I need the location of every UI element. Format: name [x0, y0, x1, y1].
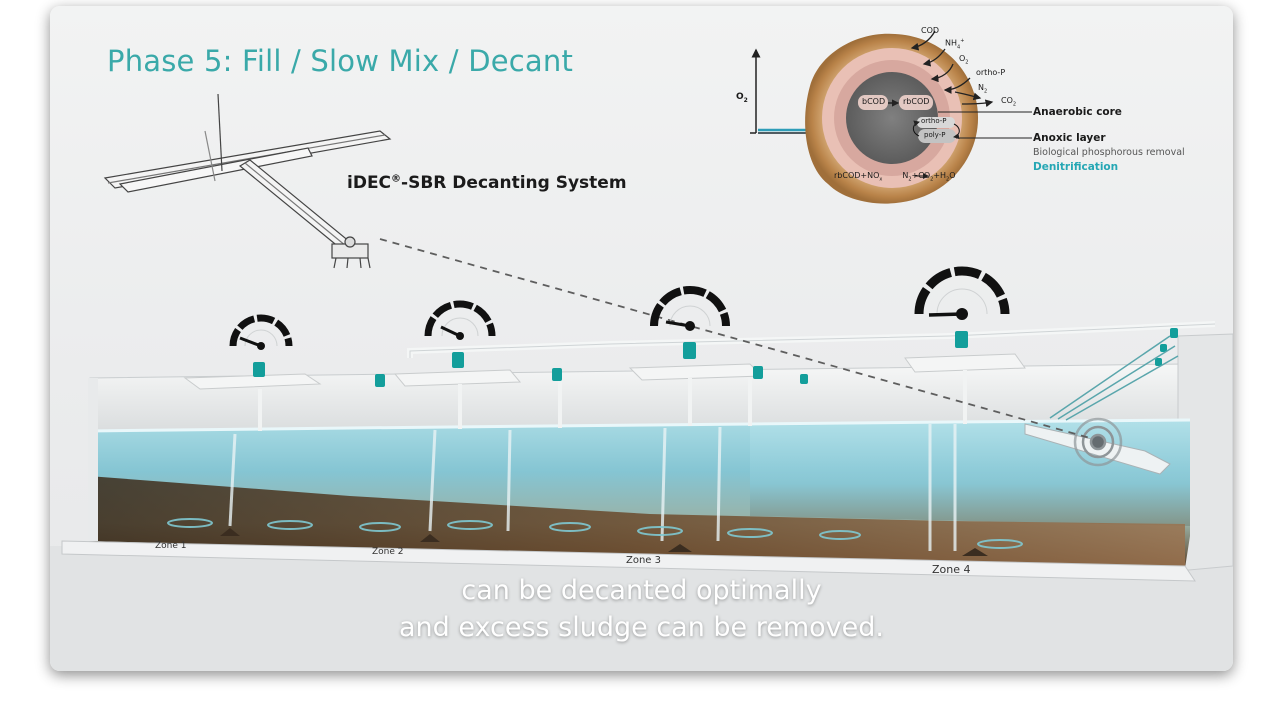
o2-axis-o: O	[736, 92, 744, 102]
input-cod: COD	[921, 26, 940, 35]
phase-title: Phase 5: Fill / Slow Mix / Decant	[107, 44, 574, 78]
n2-base: N	[978, 83, 984, 92]
label-anoxic-layer: Anoxic layer	[1033, 132, 1106, 144]
label-bio-p-removal: Biological phosphorous removal	[1033, 147, 1185, 158]
zone-1-label: Zone 1	[155, 541, 187, 551]
co2-base: CO	[1001, 96, 1013, 105]
registered-mark: ®	[391, 173, 402, 185]
label-anaerobic-core: Anaerobic core	[1033, 106, 1122, 118]
zone-2-label: Zone 2	[372, 547, 404, 557]
reaction-sub-h2o: 2	[946, 176, 950, 183]
system-name: iDEC	[347, 173, 392, 193]
co2-sub: 2	[1012, 101, 1017, 108]
nh4-base: NH	[945, 38, 957, 48]
zone-4-label: Zone 4	[932, 563, 971, 576]
label-denitrification: Denitrification	[1033, 161, 1119, 173]
caption-line-2: and excess sludge can be removed.	[398, 612, 884, 643]
scene	[50, 30, 1233, 671]
core-ortho-p: ortho-P	[921, 117, 947, 125]
input-n2: N2	[978, 83, 987, 95]
video-caption: can be decanted optimally and excess slu…	[50, 572, 1233, 646]
system-suffix: -SBR Decanting System	[401, 173, 627, 193]
input-o2: O2	[959, 54, 968, 66]
o2-axis-label: O2	[736, 92, 748, 104]
reaction-sub-n2: 2	[908, 176, 912, 183]
o2-axis-sub: 2	[743, 96, 748, 104]
reaction-part-5: O	[949, 171, 956, 180]
sludge-blanket	[88, 476, 1185, 568]
reaction-part-4: +H	[933, 171, 947, 180]
reaction-part-1: rbCOD+NO	[834, 171, 880, 180]
sbr-tank	[61, 333, 1233, 582]
input-ortho-p: ortho-P	[976, 68, 1006, 77]
input-co2: CO2	[1001, 96, 1016, 108]
gauge-zone-1	[229, 314, 293, 350]
video-frame: Phase 5: Fill / Slow Mix / Decant iDEC®-…	[50, 6, 1233, 671]
decanting-system-label: iDEC®-SBR Decanting System	[347, 173, 627, 193]
core-rbcod: rbCOD	[903, 97, 930, 106]
o2-sub: 2	[965, 59, 969, 66]
core-bcod: bCOD	[862, 97, 886, 106]
gauge-zone-3	[650, 286, 730, 331]
core-poly-p: poly-P	[924, 131, 946, 139]
n2-sub: 2	[983, 88, 988, 95]
input-nh4: NH4+	[945, 38, 964, 50]
reaction-part-2: N	[902, 171, 909, 180]
nh4-sup: +	[960, 38, 965, 44]
reaction-sub-x: x	[879, 176, 883, 183]
gauge-zone-2	[424, 300, 496, 340]
o2-base: O	[959, 54, 966, 63]
floc-diagram	[750, 30, 1032, 204]
decanter-target	[1073, 417, 1123, 467]
caption-line-1: can be decanted optimally	[461, 575, 822, 606]
zone-3-label: Zone 3	[626, 555, 661, 566]
reaction-part-3: +CO	[911, 171, 931, 180]
gauge-zone-4	[914, 266, 1010, 320]
reaction-sub-co2: 2	[930, 176, 934, 183]
nh4-sub: 4	[957, 44, 961, 51]
decanter-sketch	[103, 93, 392, 269]
guide-dashed-line	[379, 238, 1091, 439]
